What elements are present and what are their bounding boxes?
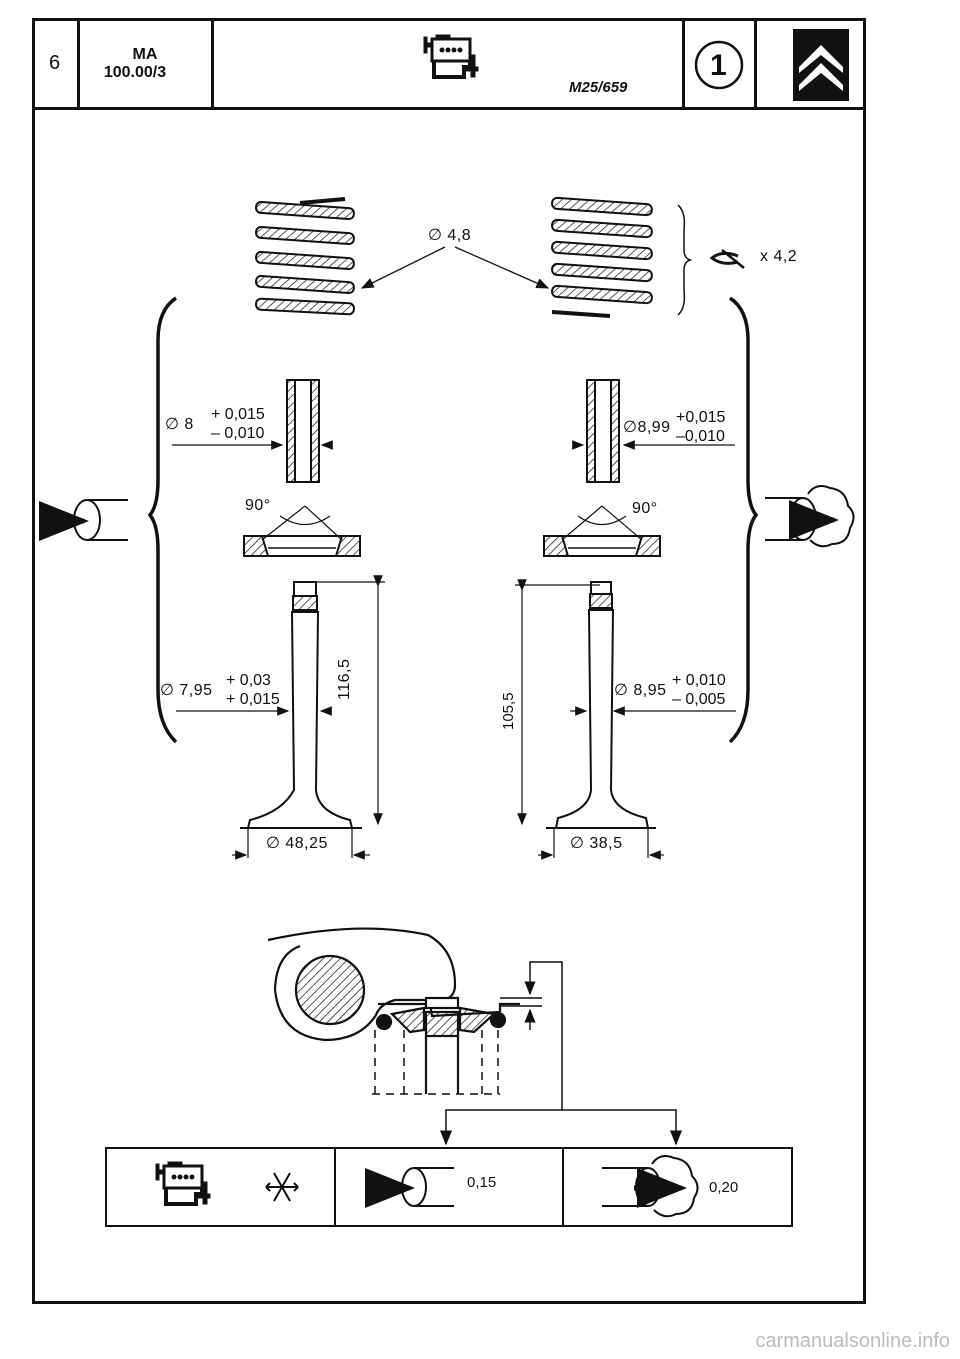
intake-brace bbox=[147, 296, 178, 744]
intake-seat-angle: 90° bbox=[245, 497, 271, 514]
intake-clearance-value: 0,15 bbox=[467, 1174, 497, 1191]
turns-brace bbox=[677, 204, 693, 316]
intake-guide-tol-minus: – 0,010 bbox=[211, 425, 265, 442]
exhaust-guide-tol-plus: +0,015 bbox=[676, 409, 726, 426]
exhaust-spring bbox=[551, 196, 653, 318]
snowflake-icon bbox=[265, 1172, 299, 1202]
exhaust-head-diameter: ∅ 38,5 bbox=[570, 835, 623, 852]
exhaust-stem-tol-2: – 0,005 bbox=[672, 691, 726, 708]
exhaust-seat-angle: 90° bbox=[632, 500, 658, 517]
intake-guide-diameter: ∅ 8 bbox=[165, 416, 194, 433]
section-code: 100.00/3 bbox=[103, 64, 167, 81]
intake-valve-length: 116,5 bbox=[336, 658, 353, 700]
exhaust-clearance-value: 0,20 bbox=[709, 1179, 739, 1196]
exhaust-valve-dimensions bbox=[515, 579, 736, 860]
exhaust-guide-tol-minus: –0,010 bbox=[676, 428, 725, 445]
exhaust-valve-length: 105,5 bbox=[500, 692, 517, 730]
section-cell: MA 100.00/3 bbox=[80, 21, 214, 107]
citroen-logo bbox=[793, 29, 849, 101]
exhaust-valve bbox=[546, 581, 656, 829]
exhaust-valve-seat bbox=[543, 505, 661, 557]
circle-badge bbox=[694, 40, 744, 90]
coil-turns-icon bbox=[709, 249, 745, 269]
intake-icon bbox=[365, 1167, 454, 1208]
intake-stem-tol-1: + 0,03 bbox=[226, 672, 271, 689]
intake-spring bbox=[255, 197, 355, 316]
header-bar: 6 MA 100.00/3 M25/659 1 bbox=[32, 18, 866, 110]
watermark: carmanualsonline.info bbox=[755, 1330, 950, 1352]
ref-code: M25/659 bbox=[569, 79, 628, 96]
exhaust-icon bbox=[765, 485, 855, 548]
circle-number: 1 bbox=[710, 49, 727, 82]
circle-cell: 1 bbox=[685, 21, 757, 107]
rocker-clearance-drawing bbox=[267, 927, 682, 1146]
manual-code: MA bbox=[132, 46, 158, 63]
intake-stem-tol-2: + 0,015 bbox=[226, 691, 280, 708]
spring-wire-diameter: ∅ 4,8 bbox=[428, 227, 472, 244]
exhaust-stem-diameter: ∅ 8,95 bbox=[614, 682, 667, 699]
intake-stem-diameter: ∅ 7,95 bbox=[160, 682, 213, 699]
exhaust-valve-guide bbox=[572, 379, 735, 483]
intake-valve-guide bbox=[172, 379, 333, 483]
clearance-table bbox=[105, 1147, 793, 1227]
engine-icon bbox=[423, 34, 479, 79]
intake-icon bbox=[39, 499, 128, 541]
exhaust-stem-tol-1: + 0,010 bbox=[672, 672, 726, 689]
intake-guide-tol-plus: + 0,015 bbox=[211, 406, 265, 423]
intake-head-diameter: ∅ 48,25 bbox=[266, 835, 328, 852]
intake-valve-dimensions bbox=[176, 575, 385, 860]
exhaust-icon bbox=[602, 1155, 699, 1218]
exhaust-guide-diameter: ∅8,99 bbox=[623, 419, 671, 436]
logo-cell bbox=[757, 21, 863, 107]
engine-icon bbox=[155, 1161, 211, 1206]
intake-valve-seat bbox=[243, 505, 361, 557]
page-number: 6 bbox=[49, 52, 61, 74]
spring-turns: x 4,2 bbox=[760, 248, 798, 265]
exhaust-brace bbox=[728, 296, 759, 744]
wire-diameter-leaders bbox=[360, 246, 550, 289]
page-number-cell: 6 bbox=[35, 21, 80, 107]
title-cell: M25/659 bbox=[214, 21, 685, 107]
